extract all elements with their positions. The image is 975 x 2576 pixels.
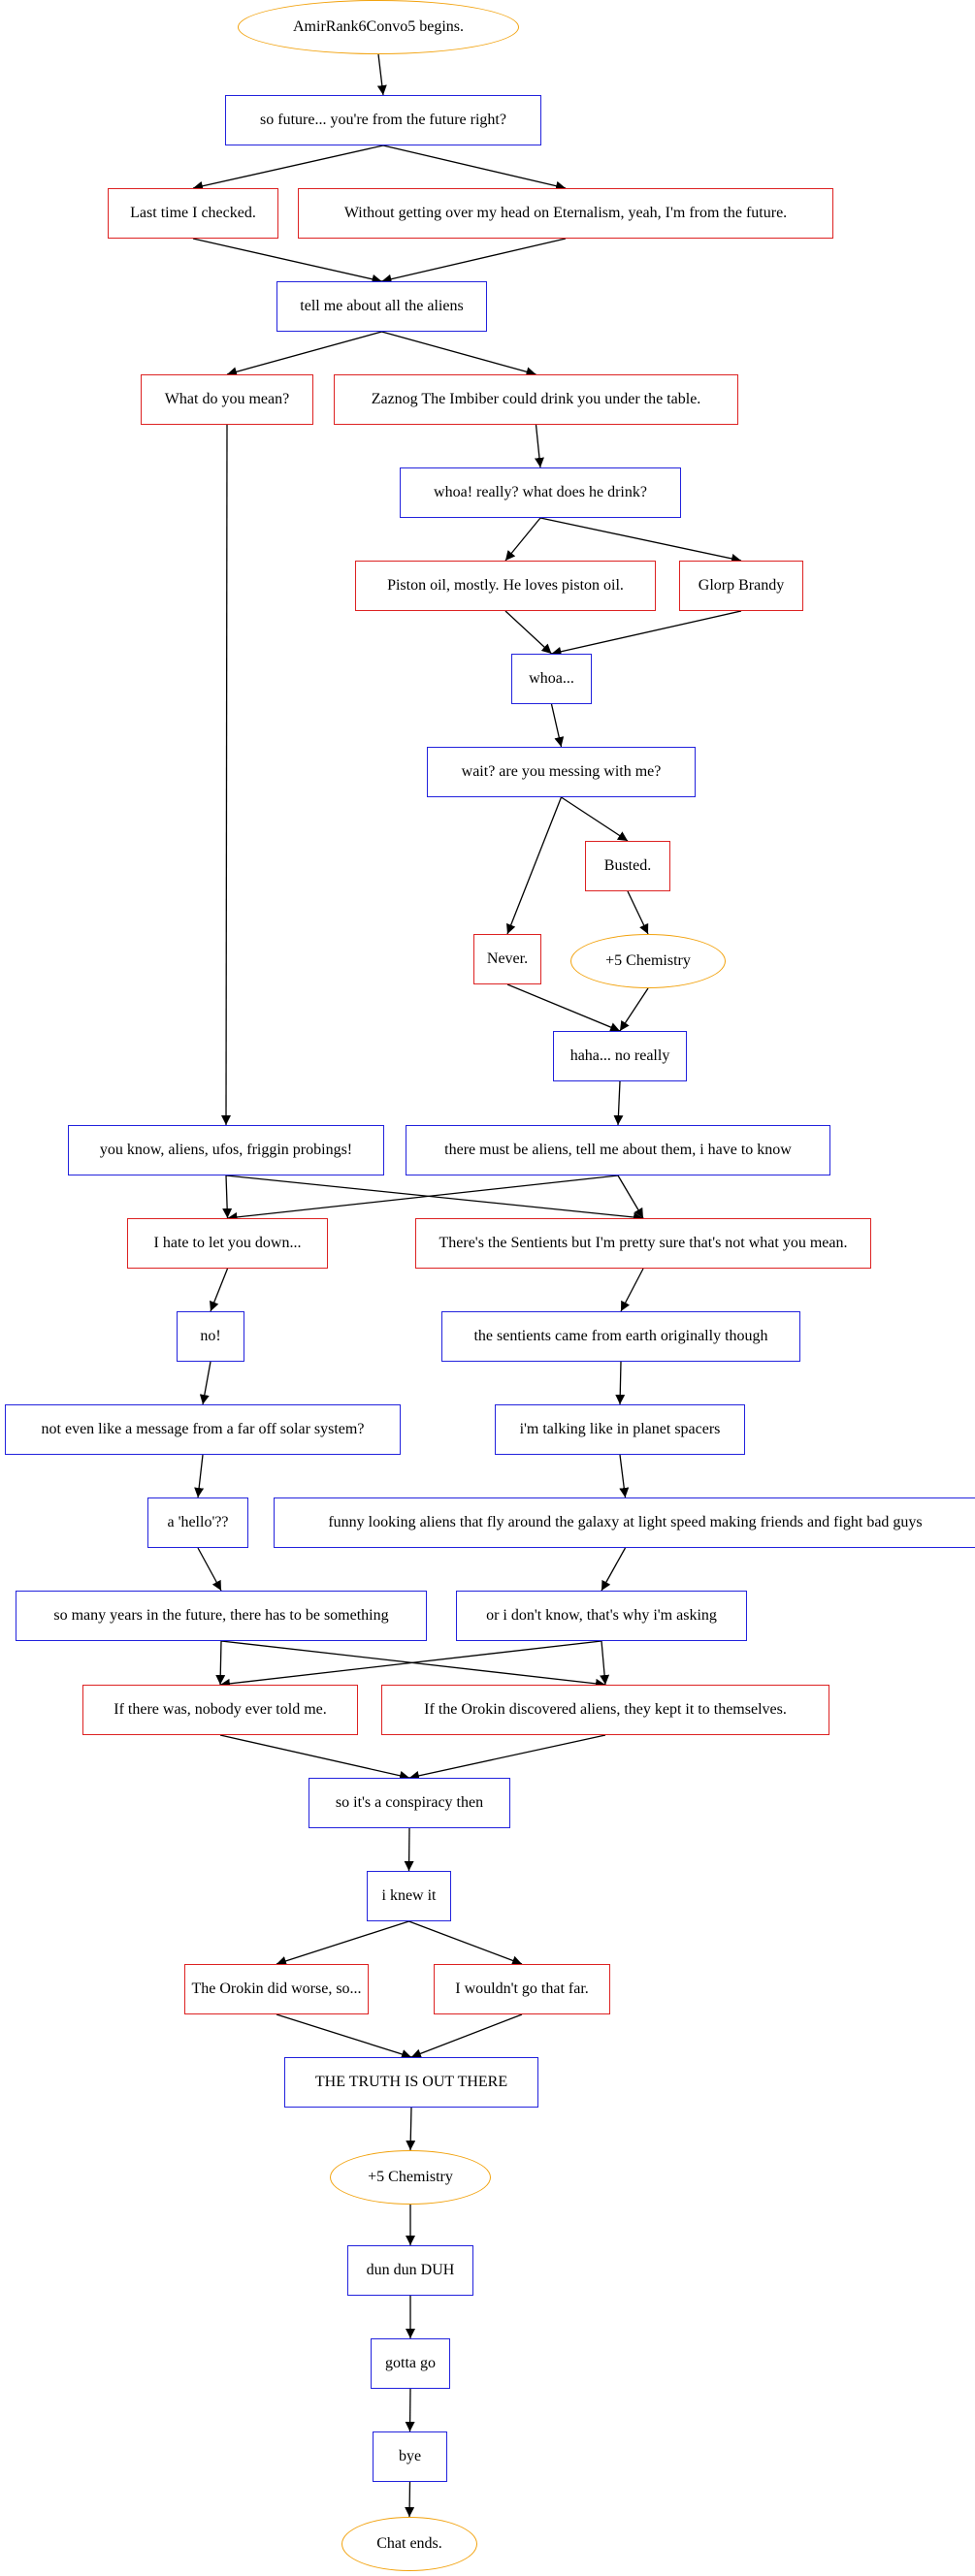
npc-line-not-even-like-a-message-from-a-far-off-s: not even like a message from a far off s…	[5, 1404, 401, 1455]
npc-line-funny-looking-aliens-that-fly-around-the: funny looking aliens that fly around the…	[274, 1497, 975, 1548]
edge-n15-to-p7a	[215, 1640, 226, 1686]
edge-p7a-to-n17	[219, 1734, 410, 1781]
edge-n17-to-n18	[404, 1827, 414, 1872]
edge-p1a-to-n2	[192, 238, 382, 284]
edge-p6b-to-n10	[620, 1268, 644, 1312]
npc-line-or-i-don-t-know-that-s-why-i-m-asking: or i don't know, that's why i'm asking	[456, 1591, 747, 1641]
npc-line-i-m-talking-like-in-planet-spacers: i'm talking like in planet spacers	[495, 1404, 745, 1455]
edge-n7-to-p6b	[225, 1175, 644, 1222]
edge-p5b-to-e1	[627, 890, 649, 935]
player-choice-last-time-i-checked: Last time I checked.	[108, 188, 278, 239]
event-amirrank6convo5-begins: AmirRank6Convo5 begins.	[238, 0, 519, 54]
player-choice-the-orokin-did-worse-so: The Orokin did worse, so...	[184, 1964, 369, 2014]
edge-n7-to-p6a	[222, 1175, 233, 1219]
edge-n6-to-n8	[613, 1080, 624, 1126]
edge-n2-to-p2b	[381, 331, 536, 377]
player-choice-what-do-you-mean: What do you mean?	[141, 374, 313, 425]
npc-line-a-hello: a 'hello'??	[147, 1497, 248, 1548]
edge-p5a-to-n6	[506, 983, 621, 1032]
player-choice-zaznog-the-imbiber-could-drink-you-under: Zaznog The Imbiber could drink you under…	[334, 374, 738, 425]
player-choice-piston-oil-mostly-he-loves-piston-oil: Piston oil, mostly. He loves piston oil.	[355, 561, 656, 611]
edge-e1-to-n6	[619, 987, 649, 1032]
edge-p3a-to-n4	[504, 610, 552, 655]
npc-line-there-must-be-aliens-tell-me-about-them-: there must be aliens, tell me about them…	[406, 1125, 830, 1175]
player-choice-there-s-the-sentients-but-i-m-pretty-sur: There's the Sentients but I'm pretty sur…	[415, 1218, 871, 1269]
npc-line-so-it-s-a-conspiracy-then: so it's a conspiracy then	[309, 1778, 510, 1828]
npc-line-so-future-you-re-from-the-future-right: so future... you're from the future righ…	[225, 95, 541, 145]
edge-n16-to-p7b	[600, 1640, 610, 1686]
edge-n12-to-n14	[619, 1454, 630, 1498]
player-choice-i-wouldn-t-go-that-far: I wouldn't go that far.	[434, 1964, 610, 2014]
edge-n19-to-e2	[406, 2107, 416, 2151]
edge-p6a-to-n9	[210, 1268, 229, 1312]
edge-n3-to-p3a	[504, 517, 541, 562]
player-choice-glorp-brandy: Glorp Brandy	[679, 561, 803, 611]
edge-n16-to-p7a	[219, 1640, 602, 1689]
edge-n21-to-n22	[405, 2388, 415, 2432]
edge-p2b-to-n3	[535, 424, 544, 468]
edge-n22-to-end	[405, 2481, 415, 2518]
edge-n18-to-p8a	[276, 1920, 409, 1966]
edge-n9-to-n11	[199, 1361, 211, 1405]
edge-p2a-to-n7	[221, 424, 232, 1126]
player-choice-without-getting-over-my-head-on-eternali: Without getting over my head on Eternali…	[298, 188, 833, 239]
edge-n3-to-p3b	[539, 517, 742, 564]
npc-line-you-know-aliens-ufos-friggin-probings: you know, aliens, ufos, friggin probings…	[68, 1125, 384, 1175]
player-choice-never: Never.	[473, 934, 541, 984]
npc-line-whoa-really-what-does-he-drink: whoa! really? what does he drink?	[400, 467, 681, 518]
player-choice-i-hate-to-let-you-down: I hate to let you down...	[127, 1218, 328, 1269]
edge-n1-to-p1a	[192, 145, 384, 191]
player-choice-busted: Busted.	[585, 841, 670, 891]
npc-line-i-knew-it: i knew it	[367, 1871, 451, 1921]
npc-line-bye: bye	[373, 2431, 447, 2482]
npc-line-dun-dun-duh: dun dun DUH	[347, 2245, 473, 2296]
npc-line-haha-no-really: haha... no really	[553, 1031, 687, 1081]
edge-n1-to-p1b	[382, 145, 567, 191]
edge-n4-to-n5	[550, 703, 565, 748]
edge-n8-to-p6a	[227, 1175, 619, 1222]
event-5-chemistry: +5 Chemistry	[570, 934, 726, 988]
edge-n10-to-n12	[615, 1361, 626, 1405]
npc-line-tell-me-about-all-the-aliens: tell me about all the aliens	[276, 281, 487, 332]
npc-line-the-truth-is-out-there: THE TRUTH IS OUT THERE	[284, 2057, 538, 2108]
player-choice-if-the-orokin-discovered-aliens-they-kep: If the Orokin discovered aliens, they ke…	[381, 1685, 829, 1735]
edge-n14-to-n16	[601, 1547, 627, 1592]
edge-p8b-to-n19	[410, 2013, 523, 2059]
event-chat-ends: Chat ends.	[341, 2517, 477, 2571]
event-5-chemistry: +5 Chemistry	[330, 2150, 491, 2205]
npc-line-wait-are-you-messing-with-me: wait? are you messing with me?	[427, 747, 696, 797]
npc-line-whoa: whoa...	[511, 654, 592, 704]
edge-p3b-to-n4	[551, 610, 742, 657]
edge-n13-to-n15	[197, 1547, 222, 1592]
edge-start-to-n1	[376, 53, 387, 96]
edge-n18-to-p8b	[408, 1920, 523, 1966]
npc-line-gotta-go: gotta go	[371, 2338, 450, 2389]
edge-n2-to-p2a	[226, 331, 382, 377]
edge-n5-to-p5b	[561, 796, 629, 842]
npc-line-no: no!	[177, 1311, 244, 1362]
player-choice-if-there-was-nobody-ever-told-me: If there was, nobody ever told me.	[82, 1685, 358, 1735]
edge-p8a-to-n19	[276, 2013, 412, 2059]
edge-p1b-to-n2	[381, 238, 567, 284]
edge-n8-to-p6b	[617, 1175, 644, 1219]
edge-p7b-to-n17	[408, 1734, 606, 1781]
edge-n11-to-n13	[194, 1454, 205, 1498]
edge-n5-to-p5a	[506, 796, 563, 935]
npc-line-so-many-years-in-the-future-there-has-to: so many years in the future, there has t…	[16, 1591, 427, 1641]
npc-line-the-sentients-came-from-earth-originally: the sentients came from earth originally…	[441, 1311, 800, 1362]
